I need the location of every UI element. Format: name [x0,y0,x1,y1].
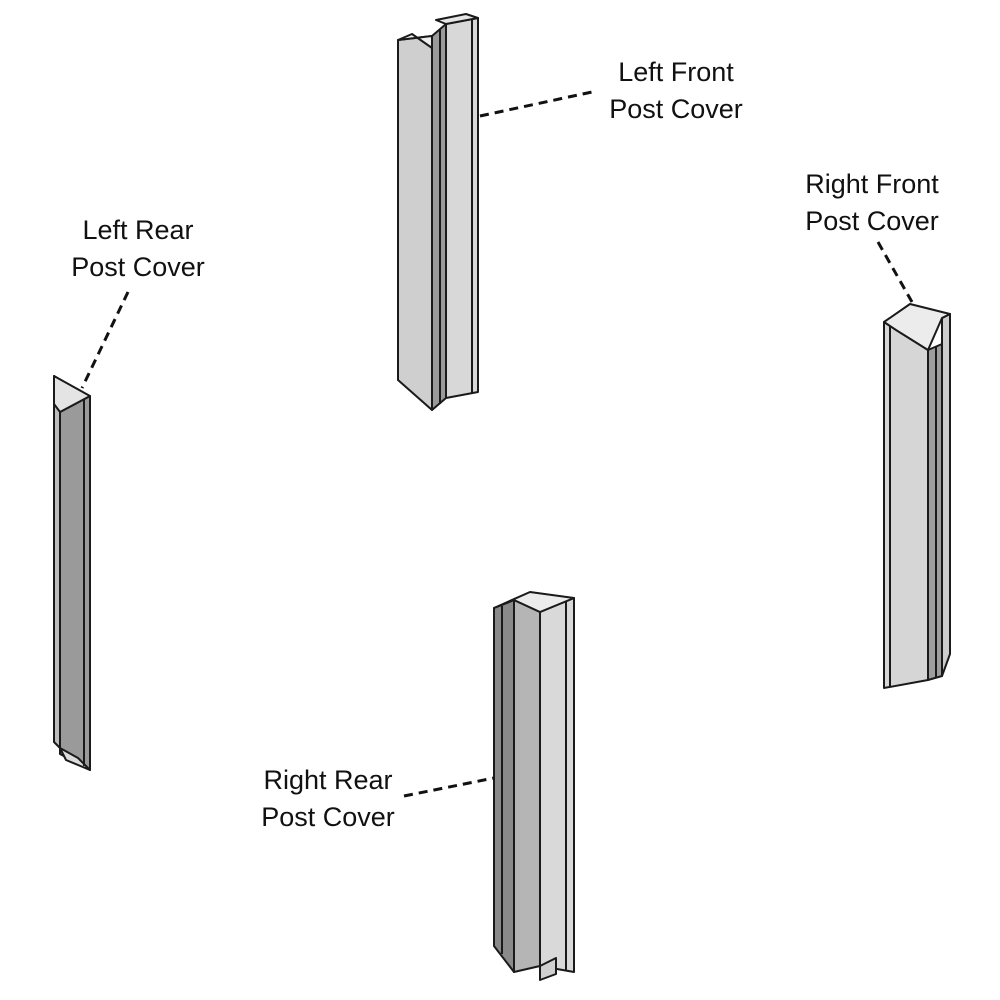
label-line-1: Left Rear [82,215,194,245]
label-line-2: Post Cover [261,802,395,832]
left-front-label: Left Front Post Cover [596,54,756,128]
right-front-leader [876,241,914,303]
left-rear-post-cover [53,375,91,771]
left-front-post-cover [397,13,479,411]
label-line-2: Post Cover [71,252,205,282]
right-front-label: Right Front Post Cover [790,166,954,240]
left-front-leader [479,90,593,118]
left-rear-label: Left Rear Post Cover [56,212,220,286]
label-line-1: Right Front [805,169,939,199]
label-line-1: Right Rear [263,765,393,795]
right-rear-label: Right Rear Post Cover [244,762,412,836]
right-front-post-cover [883,303,951,689]
label-line-2: Post Cover [805,206,939,236]
right-rear-leader [403,776,495,798]
right-rear-post-cover [493,591,575,981]
label-line-2: Post Cover [609,94,743,124]
label-line-1: Left Front [618,57,734,87]
left-rear-leader [80,291,130,389]
